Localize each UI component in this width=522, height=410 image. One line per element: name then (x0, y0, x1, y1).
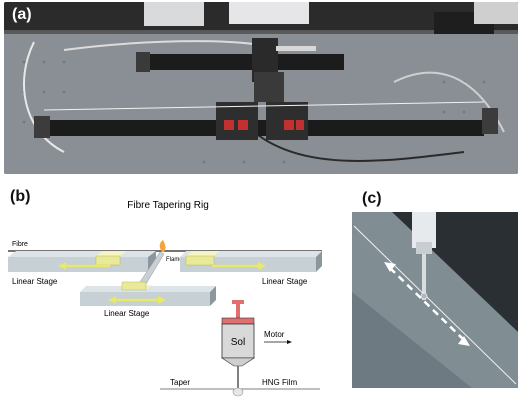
panel-label-b: (b) (10, 188, 31, 205)
photo-fibre-tapering-rig: (a) (4, 2, 518, 174)
fibre-label: Fibre (12, 241, 28, 248)
clamp-bottom (121, 281, 152, 291)
motor-arrow (264, 340, 292, 344)
stage-bottom-label: Linear Stage (104, 309, 150, 318)
solution-label: Sol (231, 337, 245, 348)
hng-film-label: HNG Film (262, 378, 297, 387)
stage-left-label: Linear Stage (12, 277, 58, 286)
clamp-left (95, 251, 126, 266)
stage-right-label: Linear Stage (262, 277, 308, 286)
arrow-right-stage (212, 262, 266, 270)
needle-closeup-illustration (352, 212, 518, 388)
motor-label: Motor (264, 330, 285, 339)
linear-stage-bottom (80, 286, 216, 306)
syringe (221, 300, 255, 388)
panel-label-a: (a) (12, 6, 32, 23)
arrow-left-stage (58, 262, 110, 270)
taper-label: Taper (170, 378, 190, 387)
hng-film-droplet (232, 387, 244, 397)
panel-label-c: (c) (362, 190, 382, 207)
schematic-title: Fibre Tapering Rig (127, 200, 209, 211)
linear-stage-left (8, 251, 156, 272)
tapering-rig-schematic: Fibre Tapering Rig Fibre Linear Stage Fl… (8, 200, 322, 397)
flame-torch (139, 240, 166, 285)
rig-photo-illustration (4, 2, 518, 174)
photo-needle-closeup (352, 212, 518, 388)
flame-label: Flame (166, 257, 183, 263)
clamp-right (185, 251, 220, 266)
arrow-bottom-stage (108, 296, 166, 304)
